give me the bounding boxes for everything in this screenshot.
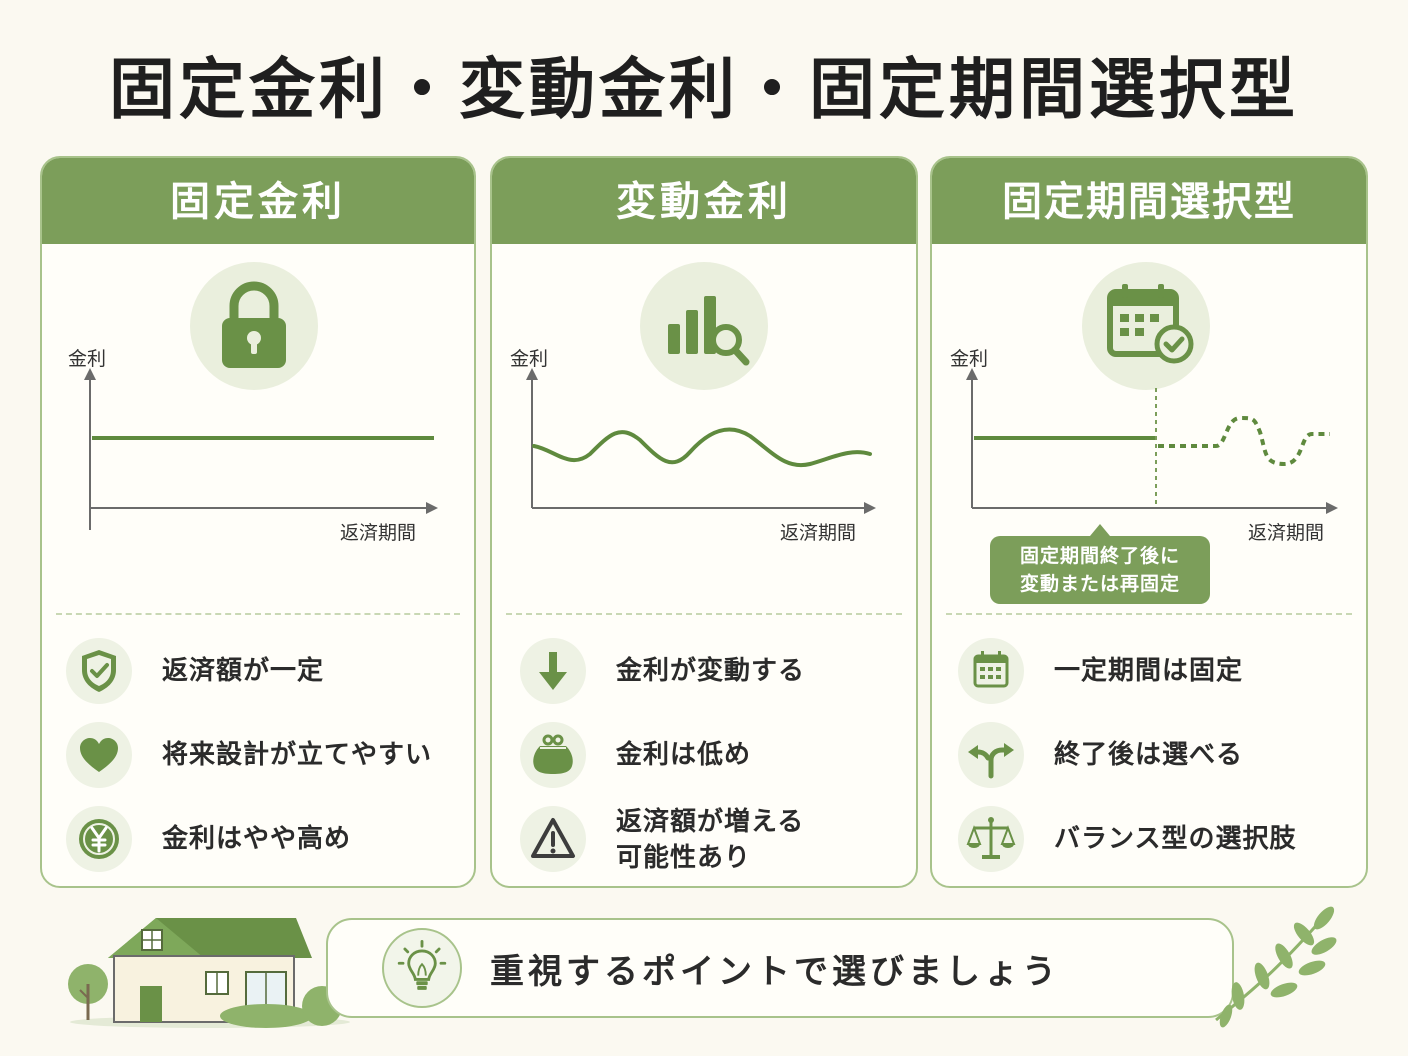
heart-icon [66, 722, 132, 788]
feature-text: 返済額が一定 [162, 656, 325, 686]
y-axis-label: 金利 [68, 348, 107, 370]
divider [946, 613, 1352, 615]
feature-text: 返済額が増える 可能性あり [616, 807, 805, 873]
y-axis-arrow [966, 368, 978, 380]
y-axis-label: 金利 [950, 348, 989, 370]
feature-item: バランス型の選択肢 [958, 806, 1358, 872]
feature-text: バランス型の選択肢 [1054, 824, 1297, 854]
divider [506, 613, 902, 615]
feature-item: 一定期間は固定 [958, 638, 1358, 704]
period-end-callout: 固定期間終了後に 変動または再固定 [990, 524, 1210, 604]
variable-segment-line [1158, 415, 1330, 467]
coin-purse-icon [520, 722, 586, 788]
card-header: 固定金利 [42, 158, 474, 244]
bar-chart-magnifier-icon [640, 262, 768, 390]
calendar-icon [958, 638, 1024, 704]
branching-arrows-icon [958, 722, 1024, 788]
leaf-branch-icon [1215, 906, 1337, 1028]
callout-line: 変動または再固定 [1019, 573, 1180, 595]
calendar-check-icon [1082, 262, 1210, 390]
card-variable-rate: 変動金利 金利 返済期間 金利が変動する [490, 156, 918, 888]
shield-check-icon [66, 638, 132, 704]
feature-text: 金利は低め [616, 740, 752, 770]
warning-icon [520, 806, 586, 872]
rate-chart-fixed-period [966, 368, 1338, 514]
page-title: 固定金利・変動金利・固定期間選択型 [109, 51, 1299, 128]
card-header: 変動金利 [492, 158, 916, 244]
feature-text: 将来設計が立てやすい [162, 740, 433, 770]
y-axis-arrow [526, 368, 538, 380]
tip-banner: 重視するポイントで選びましょう [326, 918, 1234, 1018]
x-axis-label: 返済期間 [340, 522, 417, 544]
x-axis-arrow [426, 502, 438, 514]
yen-coin-icon [66, 806, 132, 872]
callout-line: 固定期間終了後に [1019, 545, 1180, 567]
padlock-icon [190, 262, 318, 390]
x-axis-label: 返済期間 [780, 522, 857, 544]
feature-text: 終了後は選べる [1054, 740, 1244, 770]
feature-item: 金利は低め [520, 722, 916, 788]
arrow-down-icon [520, 638, 586, 704]
rate-chart-fixed [84, 368, 438, 530]
feature-item: 返済額が一定 [66, 638, 466, 704]
x-axis-arrow [1326, 502, 1338, 514]
variable-rate-line [532, 427, 872, 468]
feature-item: 将来設計が立てやすい [66, 722, 466, 788]
x-axis-label: 返済期間 [1248, 522, 1325, 544]
rate-chart-variable [526, 368, 876, 514]
card-fixed-period: 固定期間選択型 金利 返済期間 固定期間終了後に 変動または再固定 [930, 156, 1368, 888]
lightbulb-icon [382, 928, 462, 1008]
feature-item: 金利が変動する [520, 638, 916, 704]
balance-scale-icon [958, 806, 1024, 872]
card-header: 固定期間選択型 [932, 158, 1366, 244]
feature-text: 一定期間は固定 [1054, 656, 1244, 686]
card-fixed-rate: 固定金利 金利 返済期間 返済額が一定 [40, 156, 476, 888]
y-axis-label: 金利 [510, 348, 549, 370]
y-axis-arrow [84, 368, 96, 380]
x-axis-arrow [864, 502, 876, 514]
banner-text: 重視するポイントで選びましょう [490, 951, 1060, 992]
divider [56, 613, 460, 615]
feature-text: 金利が変動する [616, 656, 806, 686]
feature-item: 終了後は選べる [958, 722, 1358, 788]
feature-text: 金利はやや高め [162, 824, 352, 854]
feature-item: 返済額が増える 可能性あり [520, 806, 916, 886]
feature-item: 金利はやや高め [66, 806, 466, 872]
house-icon [68, 918, 350, 1028]
